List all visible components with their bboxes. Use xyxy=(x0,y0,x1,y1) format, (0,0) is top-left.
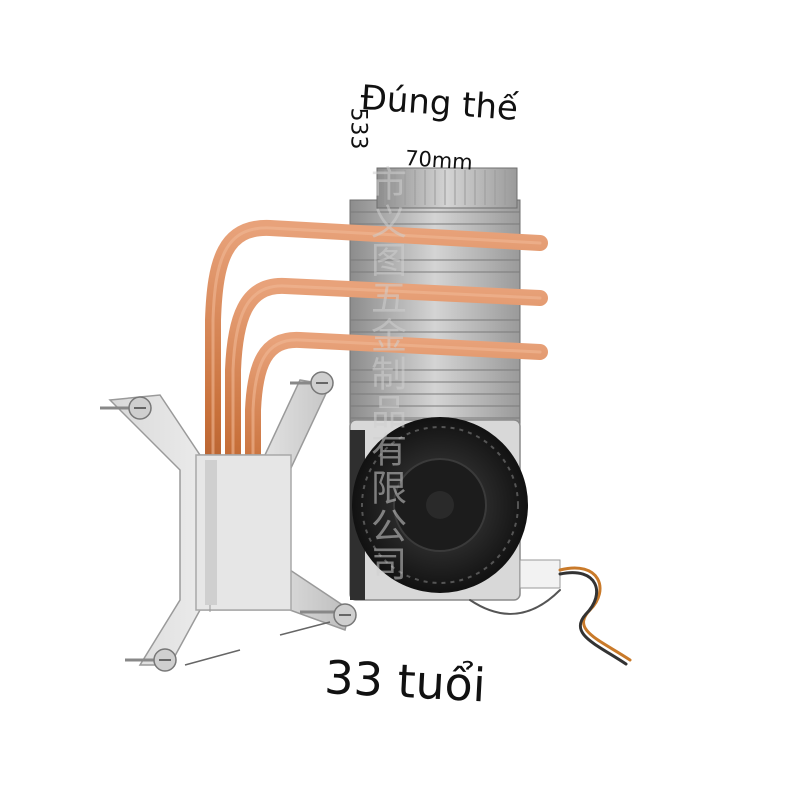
blower-fan xyxy=(349,417,561,601)
watermark-text: 市义图五金制品有限公司 xyxy=(365,165,406,583)
mounting-screws xyxy=(100,371,357,672)
dimension-label: 70mm xyxy=(404,146,474,175)
rotated-number-label: 533 xyxy=(345,107,371,150)
age-label: 33 tuổi xyxy=(323,650,488,713)
fan-cable xyxy=(469,566,632,666)
mounting-bracket xyxy=(108,379,351,666)
copper-heat-pipes xyxy=(205,219,548,608)
